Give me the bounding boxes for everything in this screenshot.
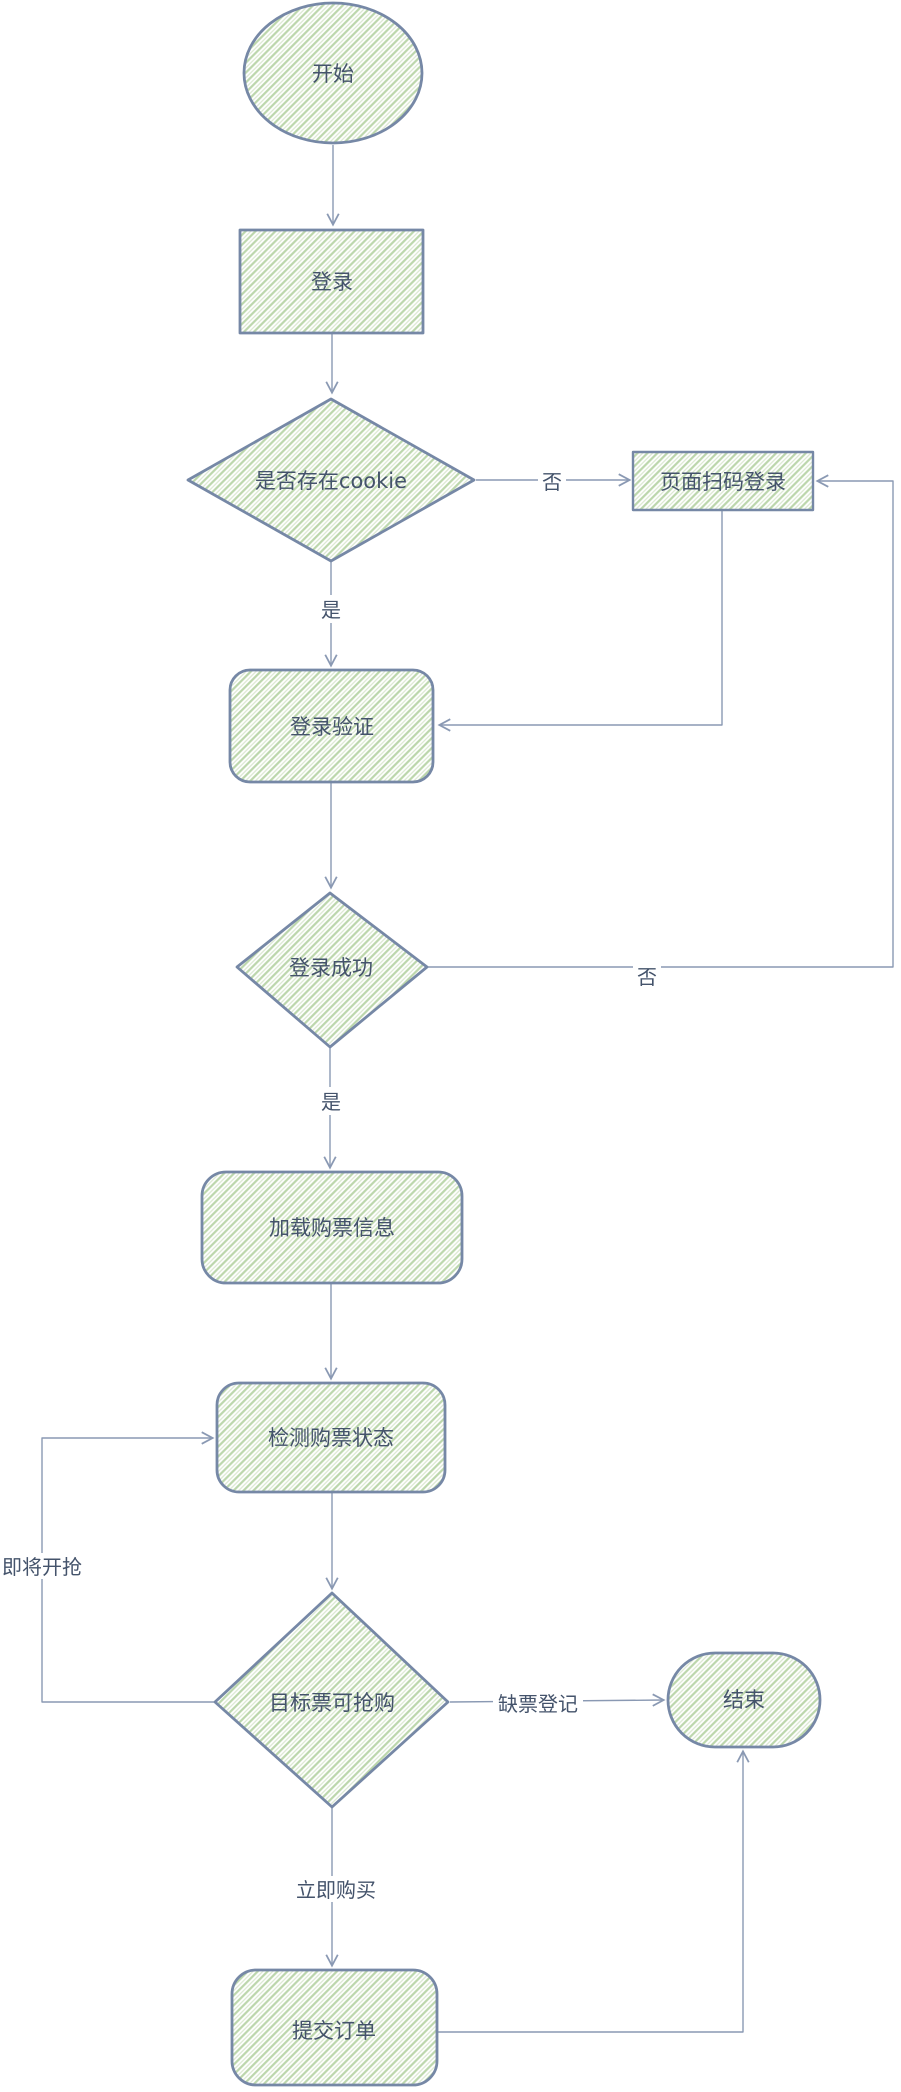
edge-label-yes-login-success: 是 [321,1090,341,1114]
edge-success-qrlogin [428,474,894,968]
node-check-ticket-status-label: 检测购票状态 [268,1426,394,1450]
node-login-label: 登录 [311,270,353,294]
node-submit-order: 提交订单 [230,1968,439,2087]
node-target-ticket-label: 目标票可抢购 [269,1691,395,1715]
edge-labels: 否 是 否 是 即将开抢 缺票登记 立即购买 [0,467,661,1902]
start-ellipse [242,1,424,145]
edge-submit-end [438,1749,750,2033]
edge-label-no-login-success: 否 [637,965,657,989]
node-check-ticket-status: 检测购票状态 [215,1381,447,1494]
node-end-label: 结束 [723,1688,765,1712]
edge-label-bg [0,1553,86,1579]
edge-label-ticket-shortage: 缺票登记 [498,1692,578,1716]
edge-label-bg [493,1690,583,1716]
node-login-verify-label: 登录验证 [290,715,374,739]
login-verify-roundrect [228,668,435,784]
node-cookie-check: 是否存在cookie [186,397,476,563]
node-login: 登录 [238,228,425,335]
qr-login-rect [631,450,815,512]
login-success-diamond [235,891,429,1049]
node-start-label: 开始 [312,62,354,86]
node-qr-login: 页面扫码登录 [631,450,815,512]
target-ticket-diamond [213,1591,450,1809]
edges [41,145,894,2033]
edge-label-yes-cookie: 是 [321,598,341,622]
node-end: 结束 [666,1651,822,1749]
node-login-verify: 登录验证 [228,668,435,784]
node-qr-login-label: 页面扫码登录 [660,470,786,494]
node-load-ticket-info: 加载购票信息 [200,1170,464,1285]
edge-label-buy-now: 立即购买 [296,1878,376,1902]
node-login-success: 登录成功 [235,891,429,1049]
node-login-success-label: 登录成功 [289,956,373,980]
edge-label-bg [538,467,566,495]
load-ticket-info-roundrect [200,1170,464,1285]
end-stadium [666,1651,822,1749]
check-ticket-status-roundrect [215,1381,447,1494]
edge-label-about-to-open: 即将开抢 [2,1555,82,1579]
node-cookie-check-label: 是否存在cookie [255,469,407,493]
node-submit-order-label: 提交订单 [292,2019,376,2043]
submit-order-roundrect [230,1968,439,2087]
node-target-ticket-available: 目标票可抢购 [213,1591,450,1809]
edge-label-bg [291,1876,381,1902]
edge-label-bg [317,1087,345,1115]
node-load-ticket-info-label: 加载购票信息 [269,1216,395,1240]
edge-label-no-cookie: 否 [542,470,562,494]
edge-label-bg [317,595,345,623]
cookie-check-diamond [186,397,476,563]
edge-qrlogin-verify [437,511,723,732]
node-start: 开始 [242,1,424,145]
login-rect [238,228,425,335]
edge-label-bg [633,963,661,989]
